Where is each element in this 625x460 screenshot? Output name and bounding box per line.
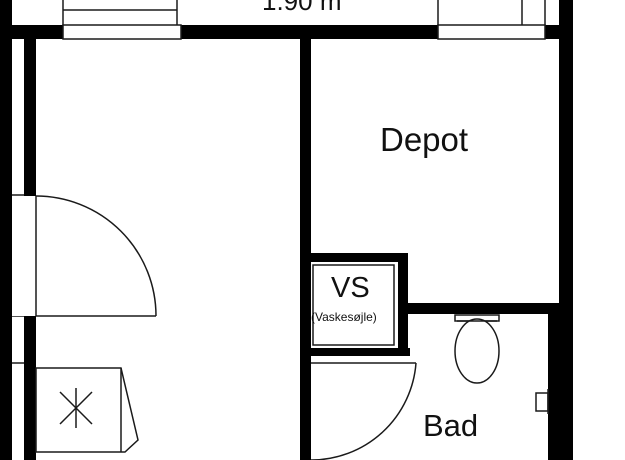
central-partition-lower xyxy=(300,359,311,367)
dimension-label: 1.90 m xyxy=(262,0,342,16)
bathroom-left-wall xyxy=(300,367,311,460)
vs-top-wall xyxy=(311,253,408,262)
outer-wall-left-mid xyxy=(0,196,12,316)
outer-wall-right xyxy=(559,0,573,460)
washing-column-box xyxy=(312,264,395,346)
central-partition-upper xyxy=(300,39,311,359)
vs-bottom-wall xyxy=(311,348,410,356)
left-wall-gap xyxy=(12,196,36,316)
vs-right-wall xyxy=(398,256,408,356)
room-label-depot: Depot xyxy=(380,121,469,158)
room-label-vs-sub: (Vaskesøjle) xyxy=(311,310,377,324)
top-window xyxy=(62,0,546,40)
bathroom-door-swing xyxy=(311,362,417,460)
room-label-vs: VS xyxy=(331,272,370,304)
wall-fixture-icon xyxy=(535,389,549,414)
room-label-bad: Bad xyxy=(423,408,479,443)
cabinet xyxy=(35,367,139,453)
inner-left-wall-upper xyxy=(24,39,36,196)
depot-bottom-wall xyxy=(405,303,559,314)
toilet-icon xyxy=(454,314,500,384)
ceiling-light-icon xyxy=(59,388,93,428)
inner-left-wall-lower xyxy=(24,316,36,460)
bathroom-right-wall xyxy=(548,314,559,460)
door-swing-icon xyxy=(35,195,157,317)
